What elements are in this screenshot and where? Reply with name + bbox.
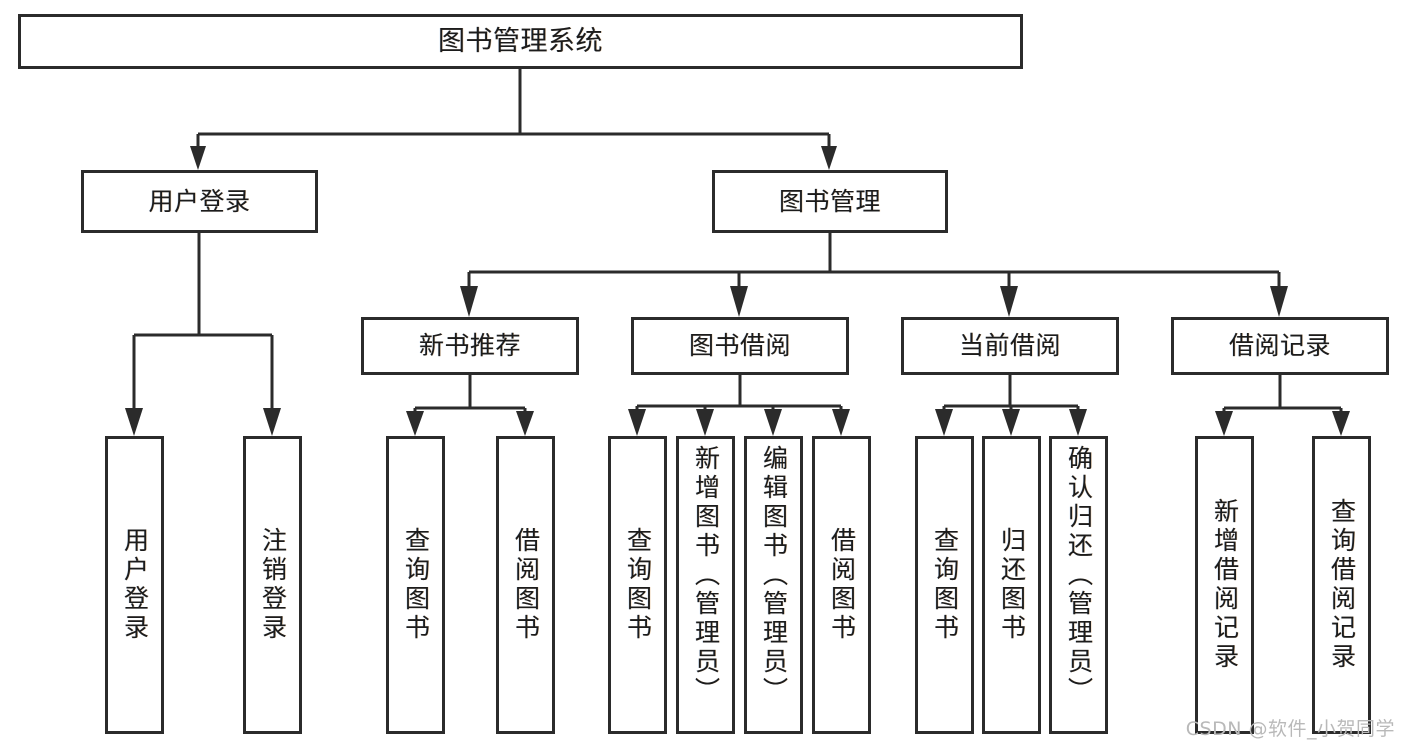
node-box-borrow-record[interactable] (1171, 317, 1389, 375)
arrow-head-leaf-current-borrow-3 (1069, 409, 1087, 436)
leaf-box-borrow-record-1[interactable] (1195, 436, 1254, 734)
arrow-head-book-borrow (730, 286, 748, 317)
leaf-box-user-login-1[interactable] (105, 436, 164, 734)
arrow-head-leaf-book-borrow-2 (696, 409, 714, 436)
arrow-head-leaf-book-borrow-1 (628, 409, 646, 436)
arrow-head-leaf-book-borrow-3 (764, 409, 782, 436)
node-box-current-borrow[interactable] (901, 317, 1119, 375)
leaf-box-new-book-2[interactable] (496, 436, 555, 734)
arrow-head-book-manage (821, 146, 837, 170)
leaf-box-current-borrow-3[interactable] (1049, 436, 1108, 734)
arrow-head-leaf-new-book-2 (516, 411, 534, 436)
leaf-box-borrow-record-2[interactable] (1312, 436, 1371, 734)
arrow-head-leaf-new-book-1 (406, 411, 424, 436)
arrow-head-leaf-borrow-record-2 (1332, 411, 1350, 436)
arrow-head-user-login (190, 146, 206, 170)
leaf-box-new-book-1[interactable] (386, 436, 445, 734)
arrow-head-leaf-borrow-record-1 (1215, 411, 1233, 436)
node-box-root[interactable] (18, 14, 1023, 69)
node-box-book-borrow[interactable] (631, 317, 849, 375)
node-box-book-manage[interactable] (712, 170, 948, 233)
leaf-box-book-borrow-2[interactable] (676, 436, 735, 734)
leaf-box-book-borrow-1[interactable] (608, 436, 667, 734)
node-box-new-book-recommend[interactable] (361, 317, 579, 375)
arrow-head-borrow-record (1270, 286, 1288, 317)
leaf-box-current-borrow-1[interactable] (915, 436, 974, 734)
node-box-user-login[interactable] (81, 170, 318, 233)
leaf-box-current-borrow-2[interactable] (982, 436, 1041, 734)
leaf-box-user-login-2[interactable] (243, 436, 302, 734)
arrow-head-leaf-current-borrow-1 (935, 409, 953, 436)
arrow-head-leaf-current-borrow-2 (1002, 409, 1020, 436)
arrow-head-leaf-user-login-2 (263, 408, 281, 436)
arrow-head-leaf-book-borrow-4 (832, 409, 850, 436)
leaf-box-book-borrow-4[interactable] (812, 436, 871, 734)
leaf-box-book-borrow-3[interactable] (744, 436, 803, 734)
arrow-head-new-book (460, 286, 478, 317)
arrow-head-current-borrow (1000, 286, 1018, 317)
arrow-head-leaf-user-login-1 (125, 408, 143, 436)
